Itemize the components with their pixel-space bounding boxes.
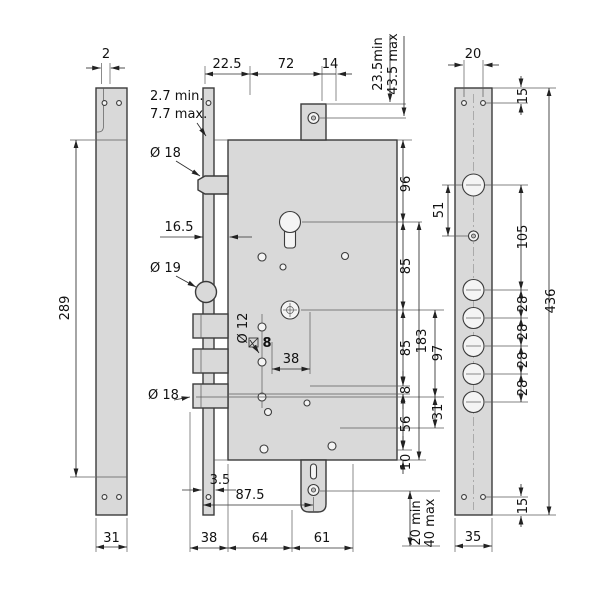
dim-22-5: 22.5 [213, 57, 242, 72]
dim-28-1: 28 [516, 296, 531, 313]
faceplate-profile [95, 87, 128, 516]
center-right-dimensions: 96 85 85 8 56 10 183 97 31 [196, 139, 446, 474]
center-view-lock-body: 2.7 min. 7.7 max. Ø 18 16.5 Ø 19 Ø 18 Ø … [148, 33, 446, 552]
dim-28-4: 28 [516, 380, 531, 397]
dim-61: 61 [314, 531, 331, 546]
left-view-faceplate: 2 289 31 [58, 47, 128, 552]
dim-roller-diameter: Ø 19 [150, 261, 181, 276]
right-view-front-plate: 20 15 105 28 28 28 28 [432, 47, 559, 552]
center-left-annotations: 2.7 min. 7.7 max. Ø 18 16.5 Ø 19 Ø 18 Ø … [148, 89, 311, 403]
dim-43-5-max: 43.5 max [386, 33, 401, 95]
dim-deadbolt-diameter: Ø 18 [148, 388, 179, 403]
dim-40-max: 40 max [423, 498, 438, 547]
dim-15-bottom: 15 [516, 498, 531, 515]
tab-slot [309, 463, 318, 480]
screw-hole [480, 494, 486, 500]
dim-72: 72 [278, 57, 295, 72]
dim-faceplate-thickness: 2 [102, 47, 110, 62]
screw-hole [101, 494, 108, 500]
lock-case [227, 139, 398, 461]
dim-96: 96 [399, 176, 414, 193]
dim-38-internal: 38 [283, 352, 300, 367]
dim-28-2: 28 [516, 324, 531, 341]
screw-hole [461, 494, 467, 500]
center-bottom-dimensions: 3.5 87.5 38 64 61 20 min 40 max [182, 412, 440, 552]
dim-85-upper: 85 [399, 258, 414, 275]
dim-10: 10 [399, 454, 414, 471]
dim-56: 56 [399, 416, 414, 433]
euro-cylinder-hole [278, 210, 302, 234]
dim-faceplate-height: 289 [58, 296, 73, 321]
dim-14: 14 [322, 57, 339, 72]
dim-shaft-diameter: Ø 12 [236, 313, 251, 344]
square-section-icon [248, 337, 259, 348]
dim-87-5: 87.5 [236, 488, 265, 503]
screw-hole [461, 100, 467, 106]
dim-64: 64 [252, 531, 269, 546]
dim-latch-diameter: Ø 18 [150, 146, 181, 161]
screw-hole [116, 494, 122, 500]
screw-hole [205, 100, 212, 106]
label-gap-min: 2.7 min. [150, 89, 203, 104]
deadbolt [192, 383, 229, 409]
dim-23-5-min: 23.5min [371, 37, 386, 90]
left-view-dimensions: 2 289 31 [58, 47, 128, 552]
deadbolts [192, 313, 229, 409]
dim-15-top: 15 [516, 88, 531, 105]
dim-436: 436 [544, 289, 559, 314]
dim-105: 105 [516, 225, 531, 250]
dim-28-3: 28 [516, 352, 531, 369]
dim-20-min: 20 min [409, 500, 424, 545]
deadbolt [192, 313, 229, 339]
screw-hole [205, 494, 212, 500]
center-top-dimensions: 22.5 72 14 23.5min 43.5 max [204, 33, 407, 119]
dim-31: 31 [431, 404, 446, 421]
screw-hole [101, 100, 108, 106]
dim-spindle-square: 8 [262, 336, 271, 351]
deadbolt [192, 348, 229, 374]
label-gap-max: 7.7 max. [150, 107, 207, 122]
deadbolt-openings [462, 278, 485, 414]
dim-backset-16-5: 16.5 [165, 220, 194, 235]
dim-183: 183 [415, 329, 430, 354]
dim-faceplate-width: 31 [103, 531, 120, 546]
screw-hole [116, 100, 122, 106]
dim-38-bottom: 38 [201, 531, 218, 546]
right-view-dimensions: 20 15 105 28 28 28 28 [432, 47, 559, 552]
dim-35-bottom: 35 [465, 530, 482, 545]
dim-51: 51 [432, 202, 447, 219]
dim-85-lower: 85 [399, 340, 414, 357]
dim-3-5: 3.5 [210, 473, 231, 488]
dim-97: 97 [431, 345, 446, 362]
latch-bolt [197, 175, 229, 195]
screw-hole [480, 100, 486, 106]
dim-8: 8 [399, 386, 414, 394]
dim-20-top: 20 [465, 47, 482, 62]
roller-bolt [194, 280, 218, 304]
lock-case-internals [257, 210, 350, 454]
